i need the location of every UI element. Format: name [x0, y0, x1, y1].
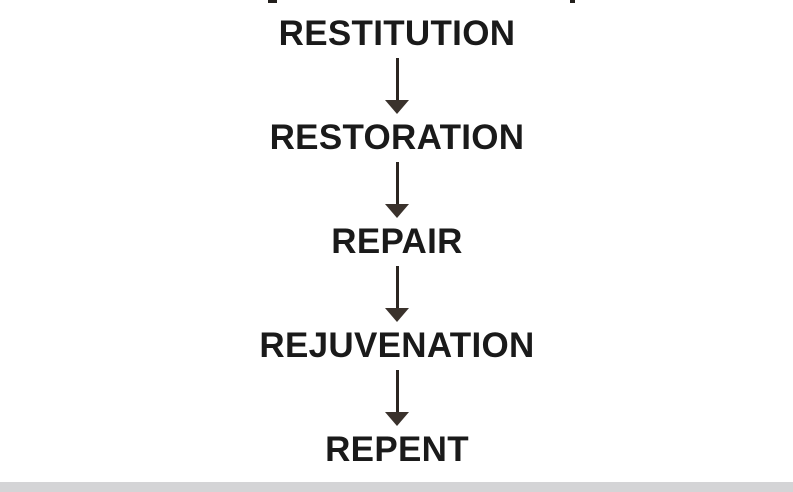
flow-step-restoration: RESTORATION	[269, 118, 525, 157]
down-arrow-icon	[384, 266, 410, 322]
arrow-head	[385, 204, 409, 218]
down-arrow-icon	[384, 162, 410, 218]
down-arrow-icon	[384, 370, 410, 426]
flow-step-repent: REPENT	[325, 430, 469, 469]
clipped-text-line-above	[0, 0, 793, 4]
page-bottom-band	[0, 482, 793, 492]
arrow-shaft	[395, 162, 399, 205]
down-arrow-icon	[384, 58, 410, 114]
clipped-text-fragment	[570, 0, 575, 3]
arrow-head	[385, 308, 409, 322]
flow-step-repair: REPAIR	[331, 222, 463, 261]
clipped-text-fragment	[268, 0, 277, 3]
flow-step-restitution: RESTITUTION	[278, 14, 516, 53]
arrow-shaft	[395, 266, 399, 309]
flowchart: RESTITUTION RESTORATION REPAIR REJUVENAT…	[0, 4, 793, 474]
arrow-shaft	[395, 58, 399, 101]
arrow-head	[385, 412, 409, 426]
document-page: RESTITUTION RESTORATION REPAIR REJUVENAT…	[0, 0, 793, 474]
flow-step-rejuvenation: REJUVENATION	[259, 326, 535, 365]
arrow-shaft	[395, 370, 399, 413]
arrow-head	[385, 100, 409, 114]
